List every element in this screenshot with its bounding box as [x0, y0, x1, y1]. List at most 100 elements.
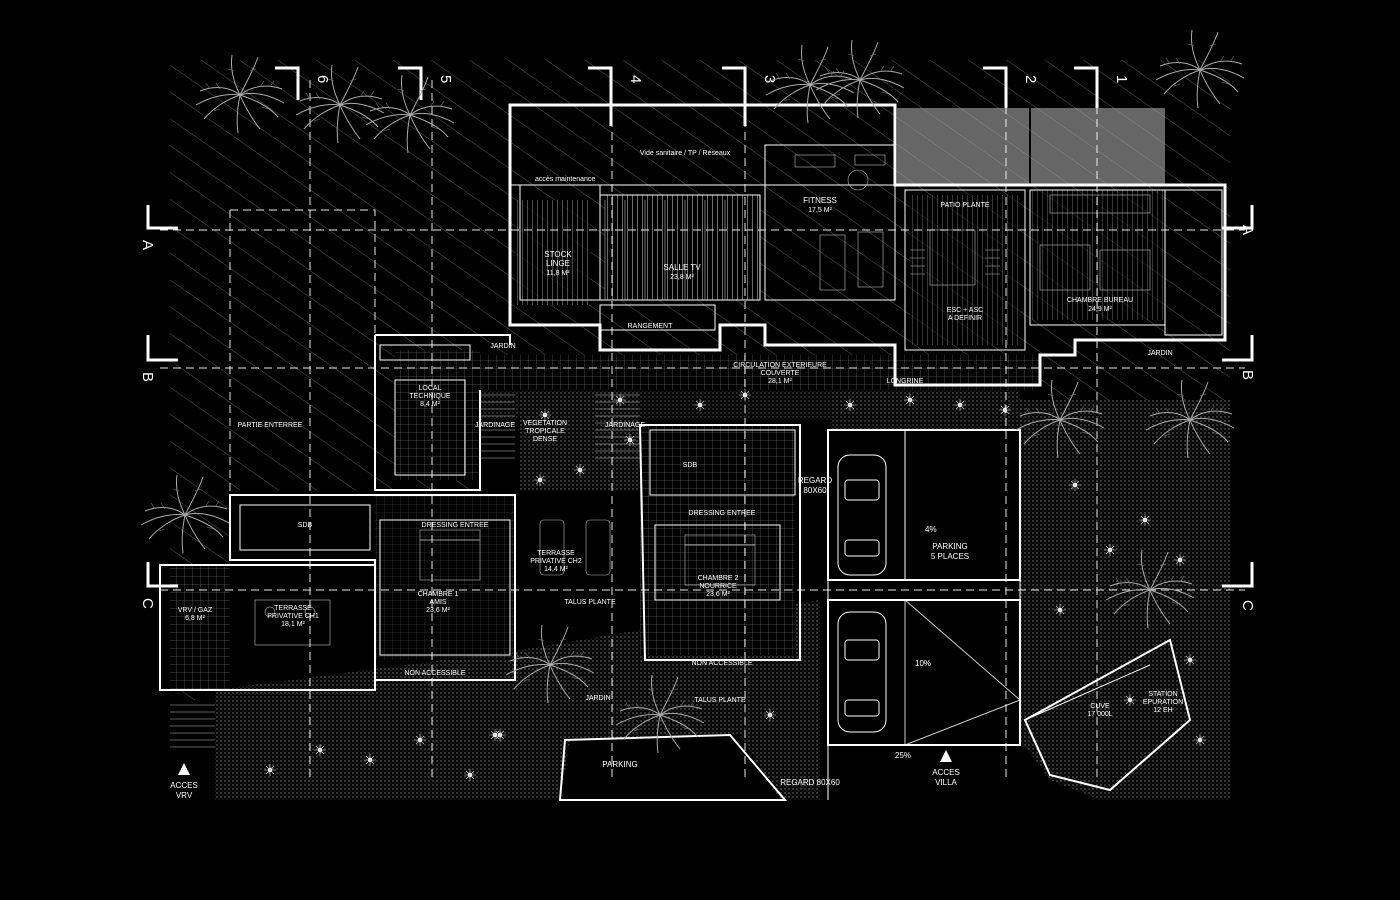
svg-text:5 PLACES: 5 PLACES: [931, 552, 969, 561]
label-parking: PARKING: [602, 760, 637, 769]
label-dressing-2: DRESSING ENTREE: [689, 510, 756, 517]
label-talus-plante-2: TALUS PLANTE: [694, 697, 746, 704]
svg-text:STOCK: STOCK: [544, 250, 572, 259]
svg-text:VRV / GAZ: VRV / GAZ: [178, 607, 213, 614]
label-jardinage-2: JARDINAGE: [605, 422, 645, 429]
svg-text:ACCES: ACCES: [932, 768, 960, 777]
svg-text:CHAMBRE 2: CHAMBRE 2: [698, 575, 739, 582]
axis-label-5: 5: [437, 75, 454, 83]
room-label-parking5: PARKING 5 PLACES: [931, 542, 969, 561]
section-label-b-left: B: [139, 372, 156, 382]
svg-text:11,8 M²: 11,8 M²: [546, 270, 570, 277]
room-label-terrasse-ch2: TERRASSE PRIVATIVE CH2 14,4 M²: [530, 550, 582, 573]
axis-label-4: 4: [627, 75, 644, 83]
svg-text:ESC + ASC: ESC + ASC: [947, 307, 983, 314]
room-label-salle-tv: SALLE TV 23,8 M²: [663, 263, 701, 281]
room-label-circulation: CIRCULATION EXTERIEURE COUVERTE 28,1 M²: [733, 362, 827, 385]
svg-text:SALLE TV: SALLE TV: [663, 263, 701, 272]
label-jardinage-1: JARDINAGE: [475, 422, 515, 429]
room-label-cuve: CUVE 17 000L: [1087, 703, 1112, 718]
svg-text:8,4 M²: 8,4 M²: [420, 401, 441, 408]
svg-text:6,8 M²: 6,8 M²: [185, 615, 206, 622]
svg-text:TECHNIQUE: TECHNIQUE: [409, 393, 451, 400]
svg-text:18,1 M²: 18,1 M²: [281, 621, 305, 628]
svg-text:ACCES: ACCES: [170, 781, 198, 790]
label-regard-2: REGARD 80X60: [780, 778, 840, 787]
room-label-chambre2: CHAMBRE 2 NOURRICE 23,6 M²: [698, 575, 739, 598]
label-vide-sanitaire: Vide sanitaire / TP / Réseaux: [640, 150, 731, 157]
label-slope-4: 4%: [925, 525, 937, 534]
svg-text:28,1 M²: 28,1 M²: [768, 378, 792, 385]
svg-text:TERRASSE: TERRASSE: [274, 605, 312, 612]
svg-text:TROPICALE: TROPICALE: [525, 428, 565, 435]
room-label-station: STATION EPURATION 12 EH: [1143, 691, 1183, 714]
label-regard-1-dim: 80X60: [803, 486, 827, 495]
svg-text:PRIVATIVE CH2: PRIVATIVE CH2: [530, 558, 582, 565]
svg-text:AMIS: AMIS: [429, 599, 446, 606]
section-label-c-right: C: [1239, 600, 1256, 611]
axis-label-1: 1: [1113, 75, 1130, 83]
svg-text:STATION: STATION: [1148, 691, 1177, 698]
label-talus-plante-1: TALUS PLANTE: [564, 599, 616, 606]
svg-text:VRV: VRV: [176, 791, 193, 800]
label-dressing-1: DRESSING ENTREE: [422, 522, 489, 529]
section-label-b-right: B: [1239, 370, 1256, 380]
svg-text:17 000L: 17 000L: [1087, 711, 1112, 718]
label-non-accessible-1: NON ACCESSIBLE: [691, 660, 752, 667]
axis-markers: [146, 66, 1254, 588]
svg-text:CHAMBRE 1: CHAMBRE 1: [418, 591, 459, 598]
svg-text:COUVERTE: COUVERTE: [761, 370, 800, 377]
svg-text:24,9 M²: 24,9 M²: [1088, 306, 1112, 313]
svg-text:VEGETATION: VEGETATION: [523, 420, 567, 427]
label-non-accessible-2: NON ACCESSIBLE: [404, 670, 465, 677]
svg-text:23,6 M²: 23,6 M²: [706, 591, 730, 598]
label-longrine: LONGRINE: [887, 378, 924, 385]
axis-label-2: 2: [1022, 75, 1039, 83]
room-label-stock: STOCK LINGE 11,8 M²: [544, 250, 572, 277]
label-sdb-2: SDB: [683, 462, 698, 469]
label-jardin-1: JARDIN: [490, 343, 515, 350]
section-label-c-left: C: [139, 598, 156, 609]
svg-text:TERRASSE: TERRASSE: [537, 550, 575, 557]
svg-text:12 EH: 12 EH: [1153, 707, 1172, 714]
svg-text:VILLA: VILLA: [935, 778, 957, 787]
label-regard-1: REGARD: [798, 476, 832, 485]
room-label-esc: ESC + ASC A DEFINIR: [947, 307, 983, 322]
svg-text:PARKING: PARKING: [932, 542, 967, 551]
section-label-a-right: A: [1239, 225, 1256, 235]
label-sdb-1: SDB: [298, 522, 313, 529]
room-label-chambre-bureau: CHAMBRE BUREAU 24,9 M²: [1067, 297, 1133, 313]
acces-villa-marker: ACCES VILLA: [932, 750, 960, 787]
axis-label-6: 6: [314, 75, 331, 83]
room-label-local-technique: LOCAL TECHNIQUE 8,4 M²: [409, 385, 451, 408]
svg-text:CHAMBRE BUREAU: CHAMBRE BUREAU: [1067, 297, 1133, 304]
label-vrv-gaz: VRV / GAZ 6,8 M²: [178, 607, 213, 622]
axis-label-3: 3: [761, 75, 778, 83]
room-label-patio: PATIO PLANTE: [940, 202, 989, 209]
svg-text:FITNESS: FITNESS: [803, 196, 837, 205]
svg-text:LINGE: LINGE: [546, 259, 570, 268]
svg-text:DENSE: DENSE: [533, 436, 557, 443]
svg-text:14,4 M²: 14,4 M²: [544, 566, 568, 573]
svg-text:EPURATION: EPURATION: [1143, 699, 1183, 706]
room-label-chambre1: CHAMBRE 1 AMIS 23,6 M²: [418, 591, 459, 614]
acces-vrv-marker: ACCES VRV: [170, 763, 198, 800]
svg-text:23,6 M²: 23,6 M²: [426, 607, 450, 614]
svg-text:A DEFINIR: A DEFINIR: [948, 315, 982, 322]
room-label-fitness: FITNESS 17,5 M²: [803, 196, 837, 214]
label-partie-enterree: PARTIE ENTERREE: [238, 422, 303, 429]
section-label-a-left: A: [139, 240, 156, 250]
svg-text:CUVE: CUVE: [1090, 703, 1110, 710]
label-rangement: RANGEMENT: [628, 323, 673, 330]
svg-text:LOCAL: LOCAL: [419, 385, 442, 392]
label-jardin-3: JARDIN: [585, 695, 610, 702]
label-slope-10: 10%: [915, 659, 931, 668]
svg-text:NOURRICE: NOURRICE: [699, 583, 737, 590]
label-jardin-2: JARDIN: [1147, 350, 1172, 357]
svg-text:23,8 M²: 23,8 M²: [670, 274, 694, 281]
svg-text:17,5 M²: 17,5 M²: [808, 207, 832, 214]
room-label-terrasse-ch1: TERRASSE PRIVATIVE CH1 18,1 M²: [267, 605, 319, 628]
label-slope-25: 25%: [895, 751, 911, 760]
room-label-vegetation: VEGETATION TROPICALE DENSE: [523, 420, 567, 443]
